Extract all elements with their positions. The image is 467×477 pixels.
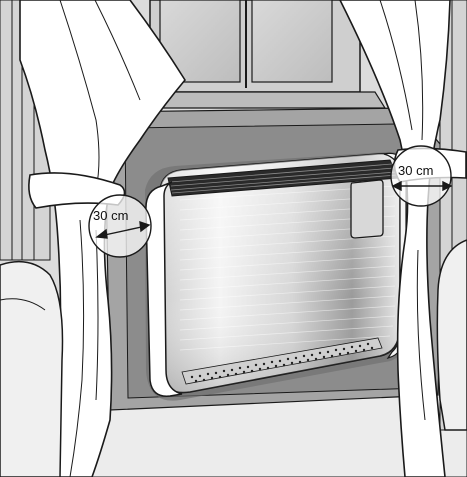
left-armchair xyxy=(0,262,63,477)
window-pane-right xyxy=(252,0,332,82)
right-clearance-label: 30 cm xyxy=(398,163,433,178)
left-clearance-label: 30 cm xyxy=(93,208,128,223)
control-panel xyxy=(351,180,383,238)
right-clearance-callout: 30 cm xyxy=(391,146,451,206)
left-clearance-callout: 30 cm xyxy=(89,195,151,257)
right-armchair xyxy=(437,240,467,430)
